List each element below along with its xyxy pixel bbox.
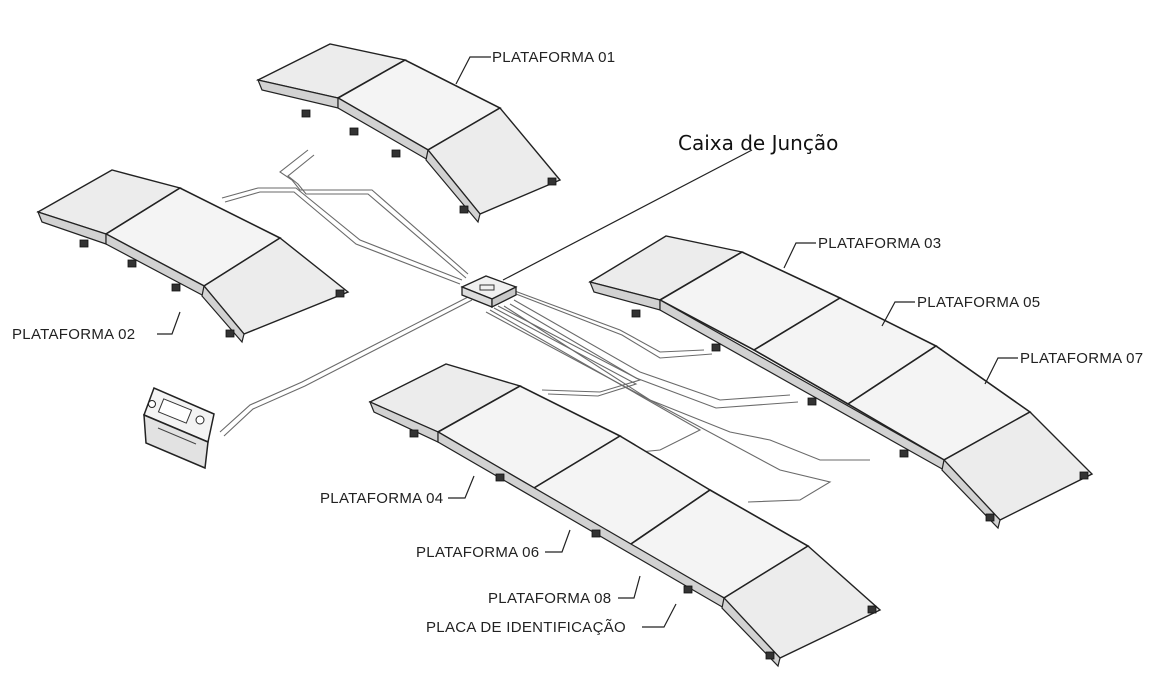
label-platform-02: PLATAFORMA 02 [12,326,135,343]
label-platform-03: PLATAFORMA 03 [818,235,941,252]
weight-indicator [143,386,215,470]
labels: PLATAFORMA 01 Caixa de Junção PLATAFORMA… [12,49,1143,636]
label-platform-04: PLATAFORMA 04 [320,490,443,507]
label-platform-01: PLATAFORMA 01 [492,49,615,66]
platform-01 [255,43,562,224]
platform-row-04-06-08 [368,363,882,668]
label-platform-06: PLATAFORMA 06 [416,544,539,561]
leader-lines [157,56,1018,628]
junction-box [460,275,518,309]
label-platform-05: PLATAFORMA 05 [917,294,1040,311]
label-platform-08: PLATAFORMA 08 [488,590,611,607]
label-platform-07: PLATAFORMA 07 [1020,350,1143,367]
cables [219,149,870,503]
label-junction-box: Caixa de Junção [678,131,838,155]
label-id-plate: PLACA DE IDENTIFICAÇÃO [426,619,626,636]
platform-row-03-05-07 [588,235,1094,530]
platform-02 [36,169,350,344]
